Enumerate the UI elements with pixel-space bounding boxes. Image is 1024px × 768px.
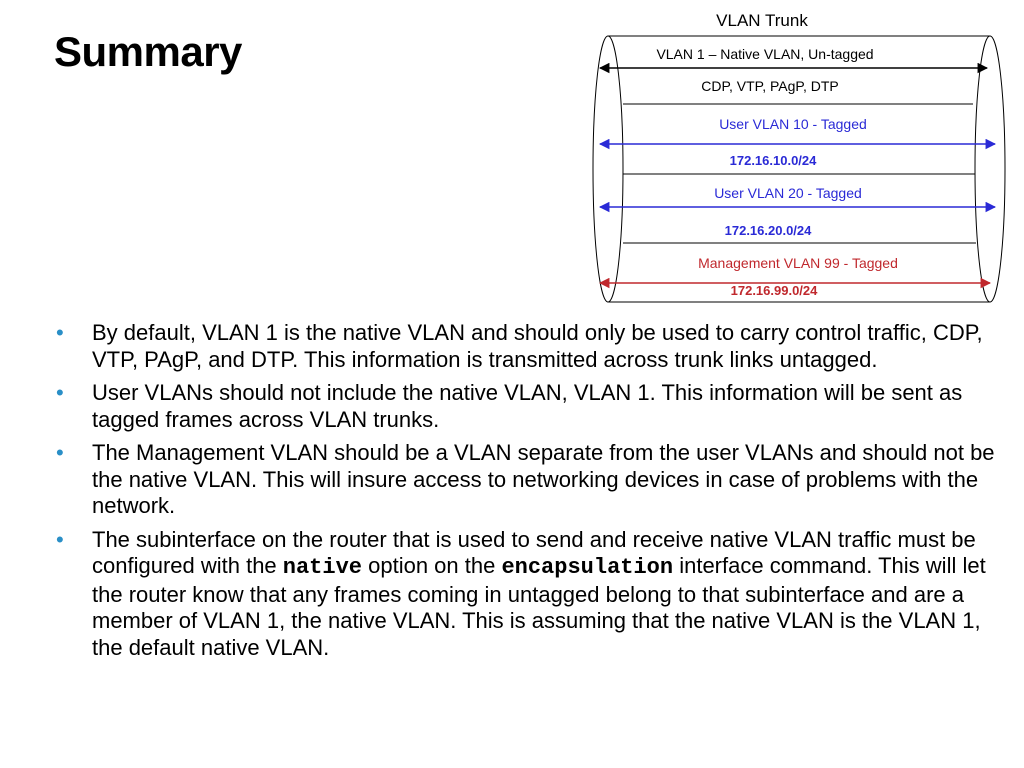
bullet-text-part: option on the — [362, 553, 502, 578]
diagram-title: VLAN Trunk — [716, 11, 808, 30]
native-vlan-label: VLAN 1 – Native VLAN, Un-tagged — [656, 46, 873, 62]
bullet-icon: • — [56, 380, 64, 405]
bullet-text-part: The subinterface on the router that is u… — [92, 526, 976, 579]
code-keyword-encapsulation: encapsulation — [501, 555, 674, 580]
bullet-icon: • — [56, 526, 64, 552]
user-vlan-10-subnet: 172.16.10.0/24 — [730, 153, 818, 168]
user-vlan-10-label: User VLAN 10 - Tagged — [719, 116, 867, 132]
control-protocols-label: CDP, VTP, PAgP, DTP — [701, 78, 838, 94]
user-vlan-20-subnet: 172.16.20.0/24 — [725, 223, 813, 238]
bullet-item: • By default, VLAN 1 is the native VLAN … — [56, 320, 996, 373]
slide-title: Summary — [54, 28, 242, 75]
vlan-trunk-diagram: VLAN Trunk VLAN 1 – Native VLAN, Un-tagg… — [590, 0, 1010, 310]
bullet-icon: • — [56, 320, 64, 345]
bullet-item: • User VLANs should not include the nati… — [56, 380, 996, 433]
code-keyword-native: native — [282, 555, 362, 580]
trunk-tube — [592, 35, 1006, 303]
user-vlan-20-label: User VLAN 20 - Tagged — [714, 185, 862, 201]
bullet-icon: • — [56, 440, 64, 465]
bullet-item: • The subinterface on the router that is… — [56, 527, 996, 662]
bullet-text: User VLANs should not include the native… — [92, 380, 963, 432]
management-vlan-label: Management VLAN 99 - Tagged — [698, 255, 898, 271]
bullet-text: The Management VLAN should be a VLAN sep… — [92, 440, 995, 518]
management-vlan-subnet: 172.16.99.0/24 — [731, 283, 819, 298]
bullet-text: By default, VLAN 1 is the native VLAN an… — [92, 320, 983, 372]
bullet-list: • By default, VLAN 1 is the native VLAN … — [56, 320, 996, 668]
bullet-text: The subinterface on the router that is u… — [92, 527, 986, 660]
lane-dividers — [623, 103, 976, 244]
bullet-item: • The Management VLAN should be a VLAN s… — [56, 440, 996, 520]
bullet-text-part: interface command. This will let the rou… — [92, 553, 986, 660]
